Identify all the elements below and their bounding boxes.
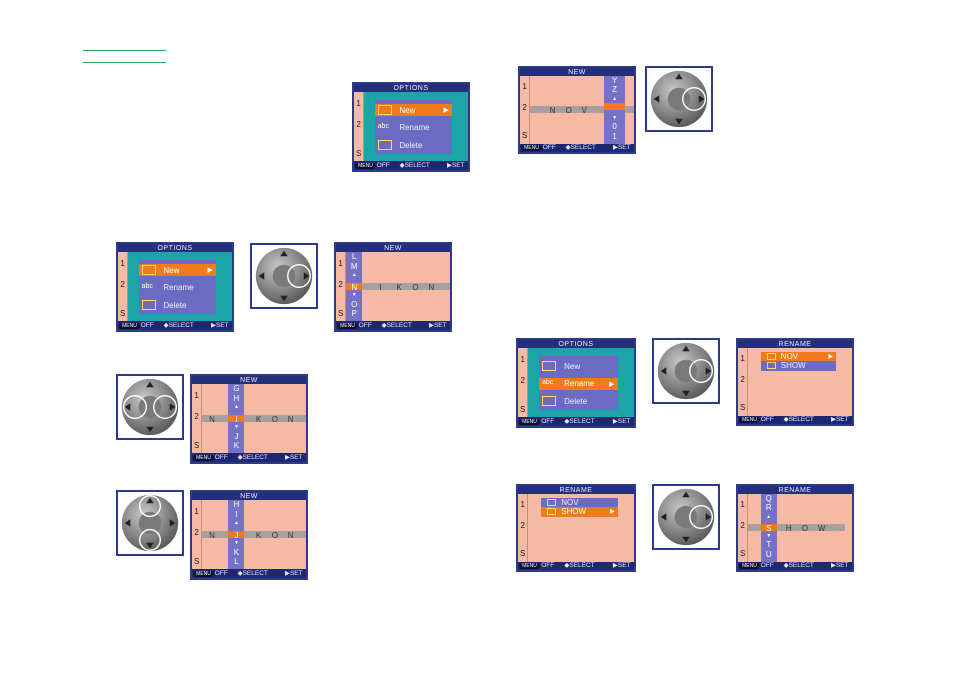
folder-icon [766, 352, 776, 360]
arrow-right-icon: ▶ [207, 267, 213, 275]
screen-title: OPTIONS [354, 84, 468, 92]
multi-selector-right-2[interactable] [645, 66, 713, 132]
trash-folder-icon [542, 396, 557, 407]
header-rule-bottom [83, 62, 166, 63]
name-field [346, 283, 450, 291]
char-column[interactable]: Y Z ▲ ▼ 0 1 [604, 75, 625, 144]
menu-item-delete[interactable]: Delete [139, 299, 217, 311]
dial-right-icon [255, 247, 313, 305]
dial-right-icon [650, 70, 708, 128]
folder-icon [766, 362, 776, 370]
folder-list: NOV SHOW▶ [541, 497, 618, 517]
multi-selector-up-down[interactable] [116, 490, 184, 556]
tab-bar: 1 2 S [354, 91, 365, 162]
multi-selector-left-right[interactable] [116, 374, 184, 440]
menu-item-new[interactable]: New▶ [374, 104, 453, 117]
trash-folder-icon [141, 300, 156, 311]
dial-right-icon [657, 342, 715, 400]
menu-item-delete[interactable]: Delete [539, 395, 618, 407]
abc-icon: abc [141, 282, 153, 290]
dial-right-icon [657, 488, 715, 546]
arrow-right-icon: ▶ [443, 107, 449, 115]
char-column[interactable]: G H ▲ I ▼ J K [228, 383, 245, 454]
folder-icon [377, 105, 392, 116]
tab-2[interactable]: 2 [356, 119, 361, 129]
folder-item-nov[interactable]: NOV [541, 498, 618, 508]
abc-icon: abc [377, 122, 389, 130]
abc-icon: abc [542, 378, 554, 386]
folder-item-show[interactable]: SHOW [761, 361, 836, 371]
folder-item-show[interactable]: SHOW▶ [541, 507, 618, 517]
folder-icon [141, 265, 156, 276]
tab-s[interactable]: S [355, 148, 362, 158]
folder-icon [547, 498, 557, 506]
header-rule-top [83, 50, 166, 51]
folder-item-nov[interactable]: NOV▶ [760, 351, 837, 362]
char-column[interactable]: L M ▲ N ▼ O P [346, 251, 363, 322]
trash-folder-icon [377, 140, 392, 151]
dial-up-down-icon [121, 494, 179, 552]
menu-item-new[interactable]: New [539, 360, 618, 372]
tab-1[interactable]: 1 [356, 98, 361, 108]
arrow-right-icon: ▶ [609, 380, 615, 388]
dial-left-right-icon [121, 378, 179, 436]
menu-item-delete[interactable]: Delete [375, 139, 453, 151]
menu-item-new[interactable]: New▶ [138, 264, 217, 277]
folder-icon [542, 361, 557, 372]
folder-list: NOV▶ SHOW [760, 351, 837, 371]
char-column[interactable]: Q R ▲ S ▼ T U [760, 493, 777, 562]
multi-selector-right[interactable] [250, 243, 318, 309]
multi-selector-right-4[interactable] [652, 484, 720, 550]
multi-selector-right-3[interactable] [652, 338, 720, 404]
folder-icon [547, 508, 557, 516]
char-column[interactable]: H I ▲ J ▼ K L [228, 499, 245, 570]
